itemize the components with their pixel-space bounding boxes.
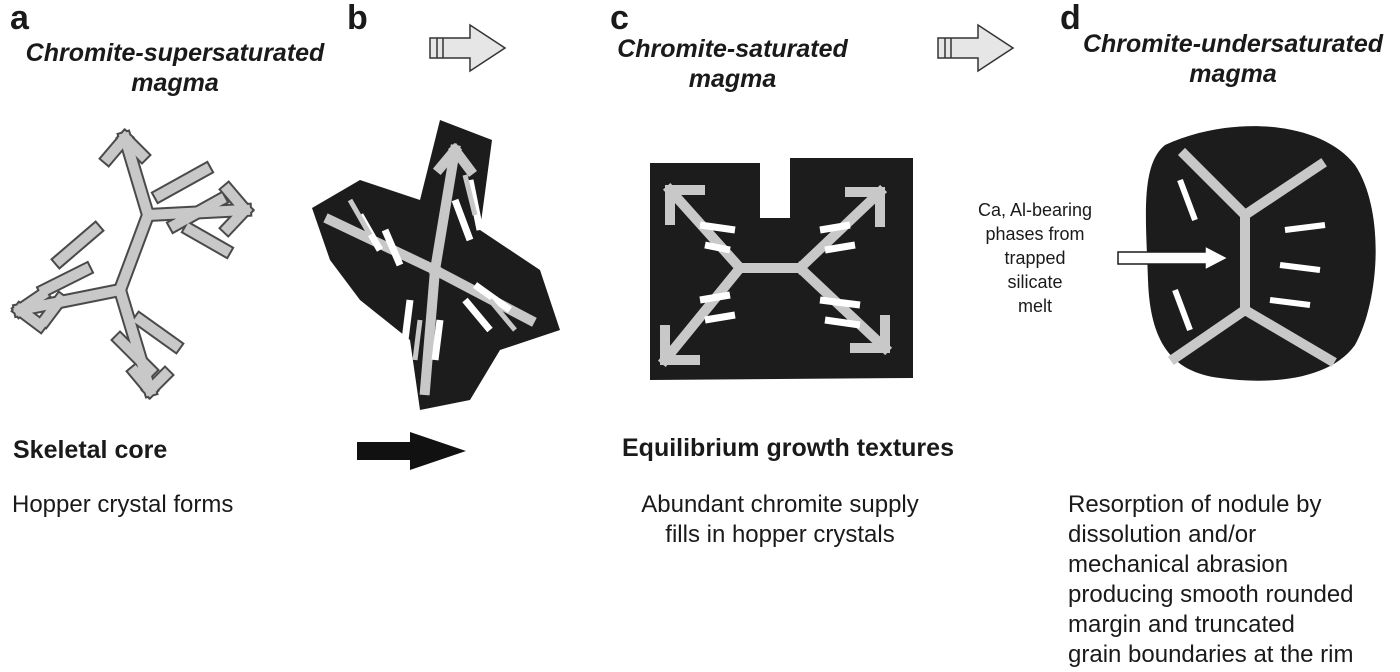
caption-skeletal-core: Skeletal core — [13, 436, 168, 464]
panel-title-c-line1: Chromite-saturated — [617, 35, 848, 63]
caption-line: dissolution and/or — [1068, 521, 1257, 548]
caption-line: Resorption of nodule by — [1068, 491, 1322, 518]
transition-arrow-b-c — [429, 23, 507, 73]
panel-label-d: d — [1060, 0, 1081, 37]
annotation-line: silicate — [1007, 272, 1063, 292]
panel-title-d: Chromite-undersaturated magma — [1066, 29, 1400, 89]
caption-line: margin and truncated — [1068, 611, 1295, 638]
panel-title-c-line2: magma — [688, 65, 777, 93]
panel-title-a: Chromite-supersaturated magma — [10, 38, 340, 98]
process-arrow — [357, 432, 466, 470]
annotation-line: trapped — [1004, 248, 1066, 268]
transition-arrow-c-d — [937, 23, 1015, 73]
skeletal-crystal-a — [10, 128, 255, 400]
panel-title-a-line1: Chromite-supersaturated — [25, 39, 325, 67]
caption-line: mechanical abrasion — [1068, 551, 1289, 578]
caption-abundant-supply: Abundant chromite supply fills in hopper… — [605, 490, 955, 550]
caption-line: Abundant chromite supply — [641, 491, 919, 518]
panel-title-d-line1: Chromite-undersaturated — [1082, 30, 1384, 58]
annotation-line: phases from — [985, 224, 1085, 244]
panel-label-b: b — [347, 0, 368, 37]
trapped-melt-annotation: Ca, Al-bearing phases from trapped silic… — [960, 198, 1110, 318]
caption-line: producing smooth rounded — [1068, 581, 1354, 608]
annotation-pointer-arrow — [1117, 244, 1230, 272]
panel-label-c: c — [610, 0, 629, 37]
caption-line: grain boundaries at the rim — [1068, 641, 1354, 668]
panel-title-c: Chromite-saturated magma — [600, 34, 865, 94]
annotation-line: melt — [1017, 296, 1052, 316]
equilibrium-crystal-c — [650, 158, 913, 380]
caption-equilibrium: Equilibrium growth textures — [622, 434, 954, 462]
caption-resorption: Resorption of nodule by dissolution and/… — [1068, 490, 1354, 670]
panel-label-a: a — [10, 0, 29, 37]
caption-line: fills in hopper crystals — [665, 521, 895, 548]
caption-hopper-forms: Hopper crystal forms — [12, 491, 234, 518]
panel-title-a-line2: magma — [131, 69, 219, 97]
annotation-line: Ca, Al-bearing — [977, 200, 1093, 220]
panel-title-d-line2: magma — [1189, 60, 1277, 88]
infilled-crystal-b — [312, 120, 560, 410]
resorbed-nodule-d — [1117, 126, 1376, 381]
